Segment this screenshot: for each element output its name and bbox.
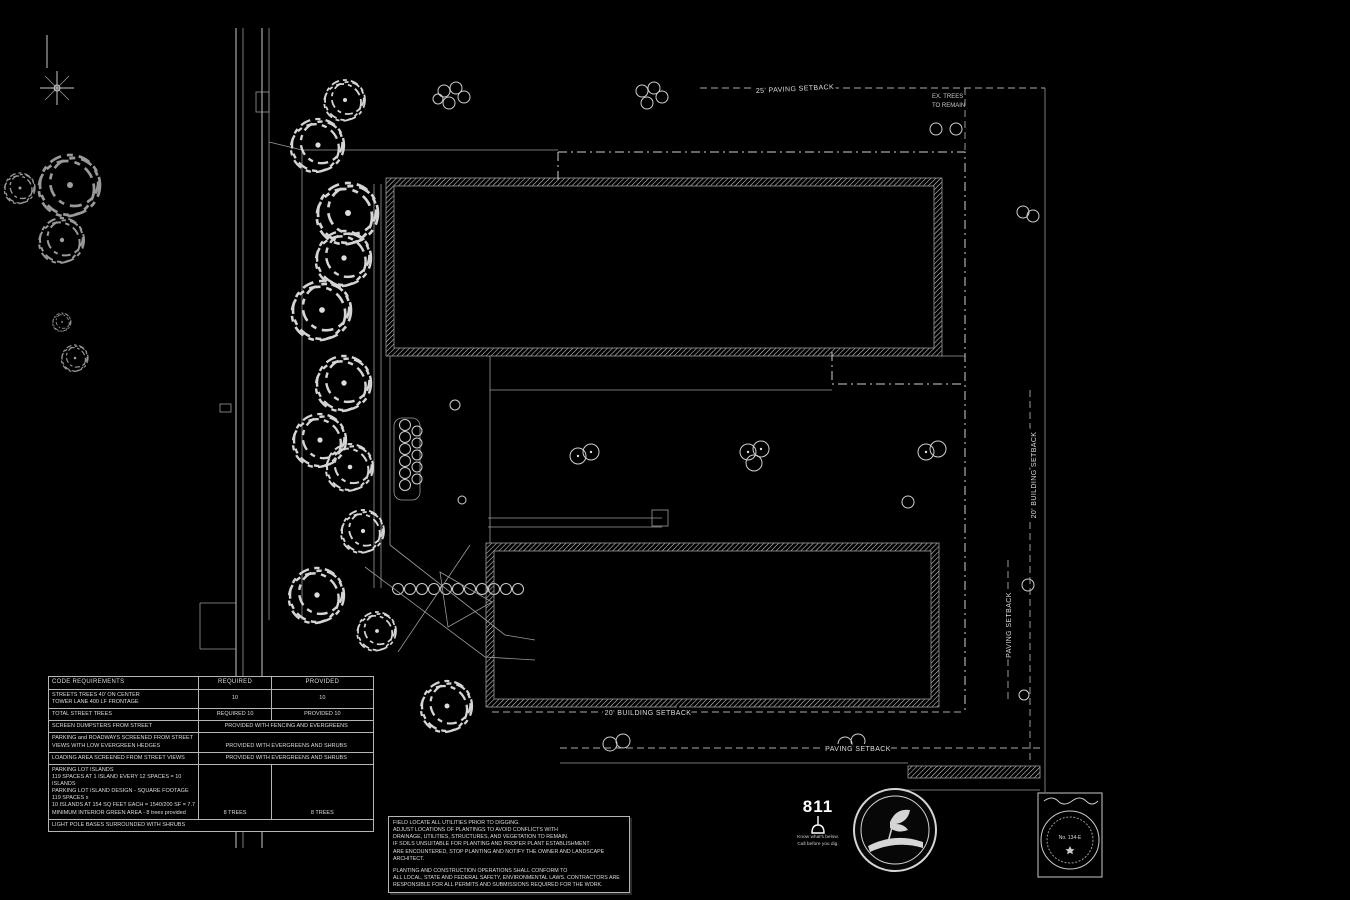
building-setback-label-right: 20' BUILDING SETBACK bbox=[1031, 432, 1038, 519]
table-row: LIGHT POLE BASES SURROUNDED WITH SHRUBS bbox=[48, 818, 374, 832]
parking-screened-provided: PROVIDED WITH EVERGREENS AND SHRUBS bbox=[198, 732, 374, 753]
table-header-provided: PROVIDED bbox=[270, 676, 375, 690]
utilities-note: FIELD LOCATE ALL UTILITIES PRIOR TO DIGG… bbox=[393, 820, 605, 862]
islands-required-value: 8 TREES bbox=[198, 763, 272, 820]
construction-operations-note: PLANTING AND CONSTRUCTION OPERATIONS SHA… bbox=[393, 867, 620, 889]
total-street-trees-label: TOTAL STREET TREES bbox=[47, 708, 200, 722]
table-header-required: REQUIRED bbox=[198, 676, 272, 690]
paving-setback-label-right: PAVING SETBACK bbox=[1006, 592, 1013, 658]
existing-trees-note: EX. TREES TO REMAIN bbox=[932, 94, 965, 109]
license-seal: No. 134-E bbox=[1037, 792, 1103, 878]
shrub-plantings bbox=[392, 81, 1040, 752]
screen-dumpsters-provided: PROVIDED WITH FENCING AND EVERGREENS bbox=[198, 720, 374, 734]
existing-trees bbox=[3, 153, 102, 373]
code-requirements-table: CODE REQUIREMENTS REQUIRED PROVIDED STRE… bbox=[47, 676, 375, 832]
screen-dumpsters-label: SCREEN DUMPSTERS FROM STREET bbox=[47, 720, 200, 734]
loading-area-provided: PROVIDED WITH EVERGREENS AND SHRUBS bbox=[198, 751, 374, 765]
call-811-logo: 811 Know what's below. Call before you d… bbox=[790, 798, 846, 848]
table-row: PARKING LOT ISLANDS 119 SPACES AT 1 ISLA… bbox=[47, 763, 375, 820]
call-811-tagline-2: Call before you dig. bbox=[797, 841, 839, 847]
building-1-footprint bbox=[385, 177, 943, 357]
table-row: SCREEN DUMPSTERS FROM STREET PROVIDED WI… bbox=[47, 720, 374, 734]
call-811-number: 811 bbox=[802, 797, 834, 816]
existing-trees-note-line1: EX. TREES bbox=[932, 94, 963, 100]
building-setback-label-bottom: 20' BUILDING SETBACK bbox=[605, 710, 692, 717]
table-header-code-requirements: CODE REQUIREMENTS bbox=[47, 676, 200, 690]
table-row: LOADING AREA SCREENED FROM STREET VIEWS … bbox=[47, 751, 374, 765]
building-2-footprint bbox=[485, 542, 940, 708]
call-811-tagline-1: Know what's below. bbox=[797, 835, 839, 840]
seal-license-number: No. 134-E bbox=[1059, 835, 1082, 841]
seal-signature bbox=[1043, 797, 1099, 805]
setback-lines: 25' PAVING SETBACK 20' BUILDING SETBACK … bbox=[492, 82, 1045, 762]
north-arrow bbox=[40, 35, 74, 105]
property-line bbox=[557, 88, 1046, 792]
table-row: STREETS TREES 40' ON CENTER TOWER LANE 4… bbox=[47, 688, 375, 710]
table-row: TOTAL STREET TREES REQUIRED 10 PROVIDED … bbox=[47, 708, 375, 722]
parking-screened-label: PARKING and ROADWAYS SCREENED FROM STREE… bbox=[47, 732, 200, 753]
parking-lot-islands-calc: PARKING LOT ISLANDS 119 SPACES AT 1 ISLA… bbox=[47, 763, 200, 820]
street-trees-provided-value: 10 bbox=[270, 688, 375, 710]
entrance-drive bbox=[364, 544, 536, 661]
light-pole-bases-note: LIGHT POLE BASES SURROUNDED WITH SHRUBS bbox=[48, 818, 374, 832]
islands-provided-value: 8 TREES bbox=[270, 763, 375, 820]
parking-lot-lines bbox=[389, 355, 1041, 791]
total-required-value: REQUIRED 10 bbox=[198, 708, 272, 722]
loading-area-label: LOADING AREA SCREENED FROM STREET VIEWS bbox=[47, 751, 200, 765]
general-notes-box: FIELD LOCATE ALL UTILITIES PRIOR TO DIGG… bbox=[388, 816, 630, 894]
shovel-icon bbox=[811, 816, 825, 834]
total-provided-value: PROVIDED 10 bbox=[270, 708, 375, 722]
paving-setback-label-bottom: PAVING SETBACK bbox=[825, 746, 891, 753]
table-row: PARKING and ROADWAYS SCREENED FROM STREE… bbox=[47, 732, 374, 753]
street-trees-required-value: 10 bbox=[198, 688, 272, 710]
paving-setback-label-top: 25' PAVING SETBACK bbox=[756, 84, 835, 95]
street-trees-requirement: STREETS TREES 40' ON CENTER TOWER LANE 4… bbox=[47, 688, 200, 710]
landscape-architect-logo bbox=[853, 788, 937, 872]
existing-trees-note-line2: TO REMAIN bbox=[932, 103, 965, 109]
